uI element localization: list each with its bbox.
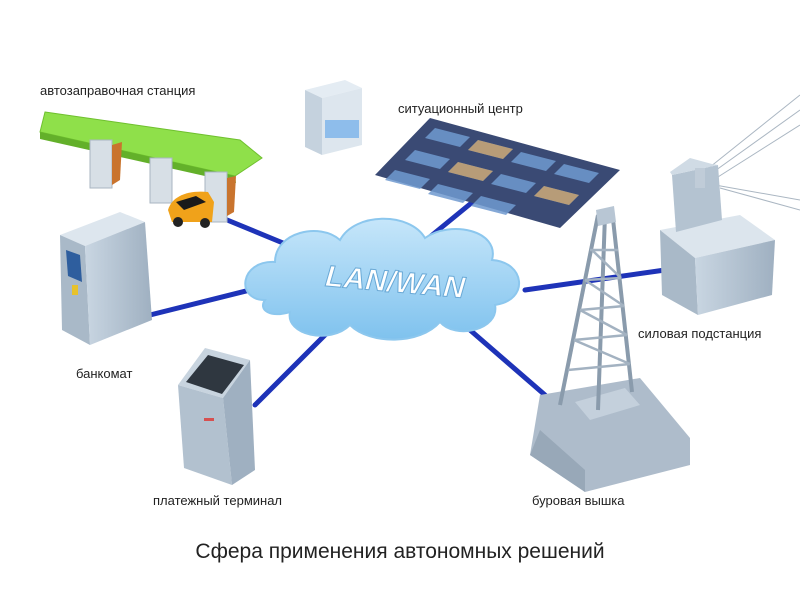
- diagram-caption: Сфера применения автономных решений: [195, 540, 605, 563]
- payment-terminal-illustration: [178, 348, 255, 485]
- situation-center-label: ситуационный центр: [398, 101, 523, 116]
- link-payment-terminal: [252, 327, 333, 408]
- gas-station-label: автозаправочная станция: [40, 83, 196, 98]
- link-drilling-rig: [467, 327, 548, 398]
- drilling-rig-label: буровая вышка: [532, 493, 625, 508]
- atm-label: банкомат: [76, 366, 133, 381]
- atm-illustration: [60, 212, 152, 345]
- payment-terminal-label: платежный терминал: [153, 493, 283, 508]
- gas-station-illustration: [39, 111, 263, 228]
- substation-illustration: [660, 94, 800, 315]
- situation-center-illustration: [305, 80, 620, 228]
- substation-label: силовая подстанция: [638, 326, 762, 341]
- drilling-rig-illustration: [530, 206, 690, 492]
- lan-wan-cloud: LAN/WAN: [244, 217, 521, 341]
